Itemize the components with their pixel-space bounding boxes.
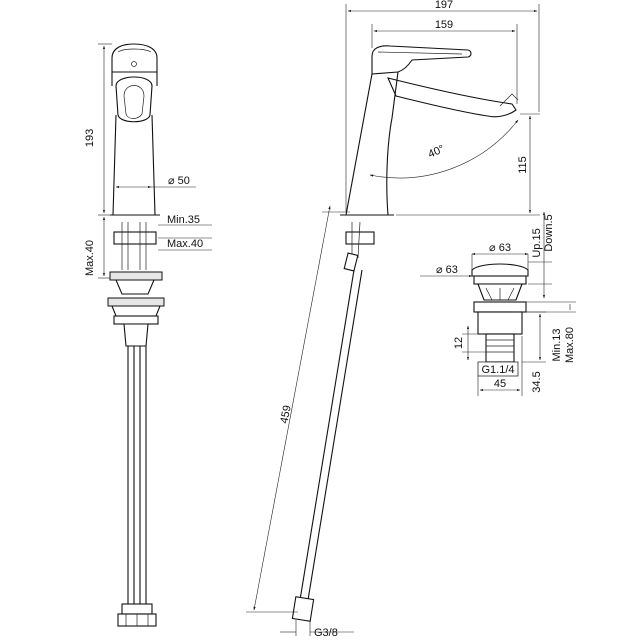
dim-hose-thread: G3/8 [314,627,338,639]
dim-waste-thread: G1.1/4 [481,364,514,376]
dim-waste-max: Max.80 [564,327,576,363]
dim-body-diameter: ⌀ 50 [168,175,190,187]
dim-thickness-min: Min.35 [167,214,200,226]
dim-waste-body-width: 45 [494,378,506,390]
dim-spout-height: 115 [517,156,529,174]
dim-waste-cap-diameter: ⌀ 63 [489,242,511,254]
front-view: 193 Max.40 ⌀ 50 Min.35 Max.40 [84,43,212,627]
dim-waste-up: Up.15 [531,228,543,257]
side-spout [387,77,517,118]
dim-spout-reach: 159 [435,19,453,31]
side-body [345,71,399,216]
waste-view: ⌀ 63 ⌀ 63 Up.15 Down.5 12 G1.1/4 45 34.5 [420,211,576,396]
front-aerator [115,76,153,123]
dim-deck-max: Max.40 [84,240,96,276]
dim-height: 193 [84,129,96,147]
dim-handle-angle: 40° [426,143,446,161]
dim-waste-min: Min.13 [551,328,563,361]
dim-waste-12: 12 [453,337,465,349]
side-view: 40° 197 159 115 459 G3/8 [246,0,540,639]
waste-cap [471,263,529,277]
dim-overall-width: 197 [435,0,453,11]
dim-waste-flange-diameter: ⌀ 63 [436,264,458,276]
dim-thickness-max: Max.40 [167,238,203,250]
side-handle [371,45,472,75]
front-handle [111,43,158,73]
dim-hose-length: 459 [278,404,293,424]
dim-waste-34-5: 34.5 [531,371,543,392]
dim-waste-down: Down.5 [543,214,555,251]
